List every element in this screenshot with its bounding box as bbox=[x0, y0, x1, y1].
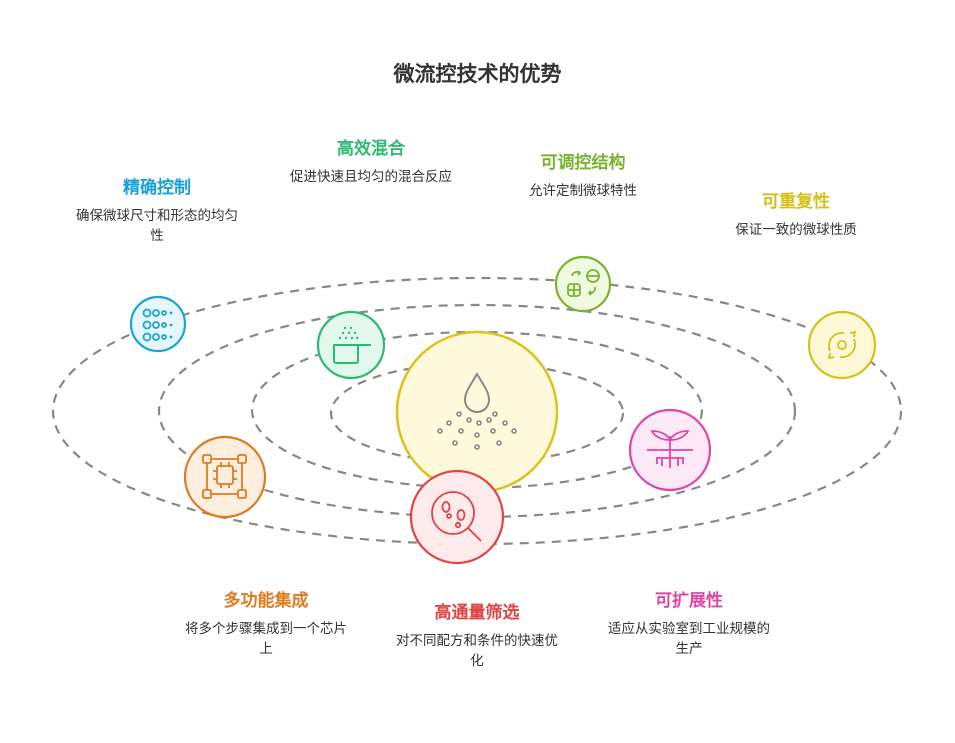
item-title: 高通量筛选 bbox=[434, 603, 520, 623]
item-desc: 保证一致的微球性质 bbox=[735, 222, 857, 238]
item-desc: 确保微球尺寸和形态的均匀性 bbox=[76, 208, 238, 244]
item-desc: 将多个步骤集成到一个芯片上 bbox=[185, 621, 347, 657]
item-desc: 允许定制微球特性 bbox=[529, 183, 637, 199]
item-title: 高效混合 bbox=[337, 139, 405, 159]
magnifier-icon bbox=[409, 469, 505, 565]
diagram-title: 微流控技术的优势 bbox=[393, 62, 562, 86]
chip-icon bbox=[183, 435, 267, 519]
transform-shapes-icon bbox=[554, 255, 612, 313]
repeat-cycle-icon bbox=[807, 310, 877, 380]
sprout-icon bbox=[628, 408, 712, 492]
label-efficient-mixing: 高效混合 促进快速且均匀的混合反应 bbox=[273, 134, 469, 187]
label-tunable-structure: 可调控结构 允许定制微球特性 bbox=[483, 148, 683, 201]
item-desc: 促进快速且均匀的混合反应 bbox=[290, 169, 452, 185]
item-desc: 对不同配方和条件的快速优化 bbox=[396, 633, 558, 669]
item-title: 多功能集成 bbox=[223, 591, 309, 611]
droplet-particles-icon bbox=[395, 330, 559, 494]
item-title: 可重复性 bbox=[762, 192, 830, 212]
item-desc: 适应从实验室到工业规模的生产 bbox=[608, 621, 770, 657]
dot-grid-icon bbox=[129, 295, 187, 353]
label-high-throughput-screening: 高通量筛选 对不同配方和条件的快速优化 bbox=[377, 598, 577, 671]
label-repeatability: 可重复性 保证一致的微球性质 bbox=[696, 187, 896, 240]
item-title: 精确控制 bbox=[123, 178, 191, 198]
label-scalability: 可扩展性 适应从实验室到工业规模的生产 bbox=[589, 586, 789, 659]
item-title: 可扩展性 bbox=[655, 591, 723, 611]
mixing-cup-icon bbox=[316, 310, 386, 380]
label-precise-control: 精确控制 确保微球尺寸和形态的均匀性 bbox=[62, 173, 252, 246]
item-title: 可调控结构 bbox=[540, 153, 626, 173]
label-multifunction-integration: 多功能集成 将多个步骤集成到一个芯片上 bbox=[166, 586, 366, 659]
